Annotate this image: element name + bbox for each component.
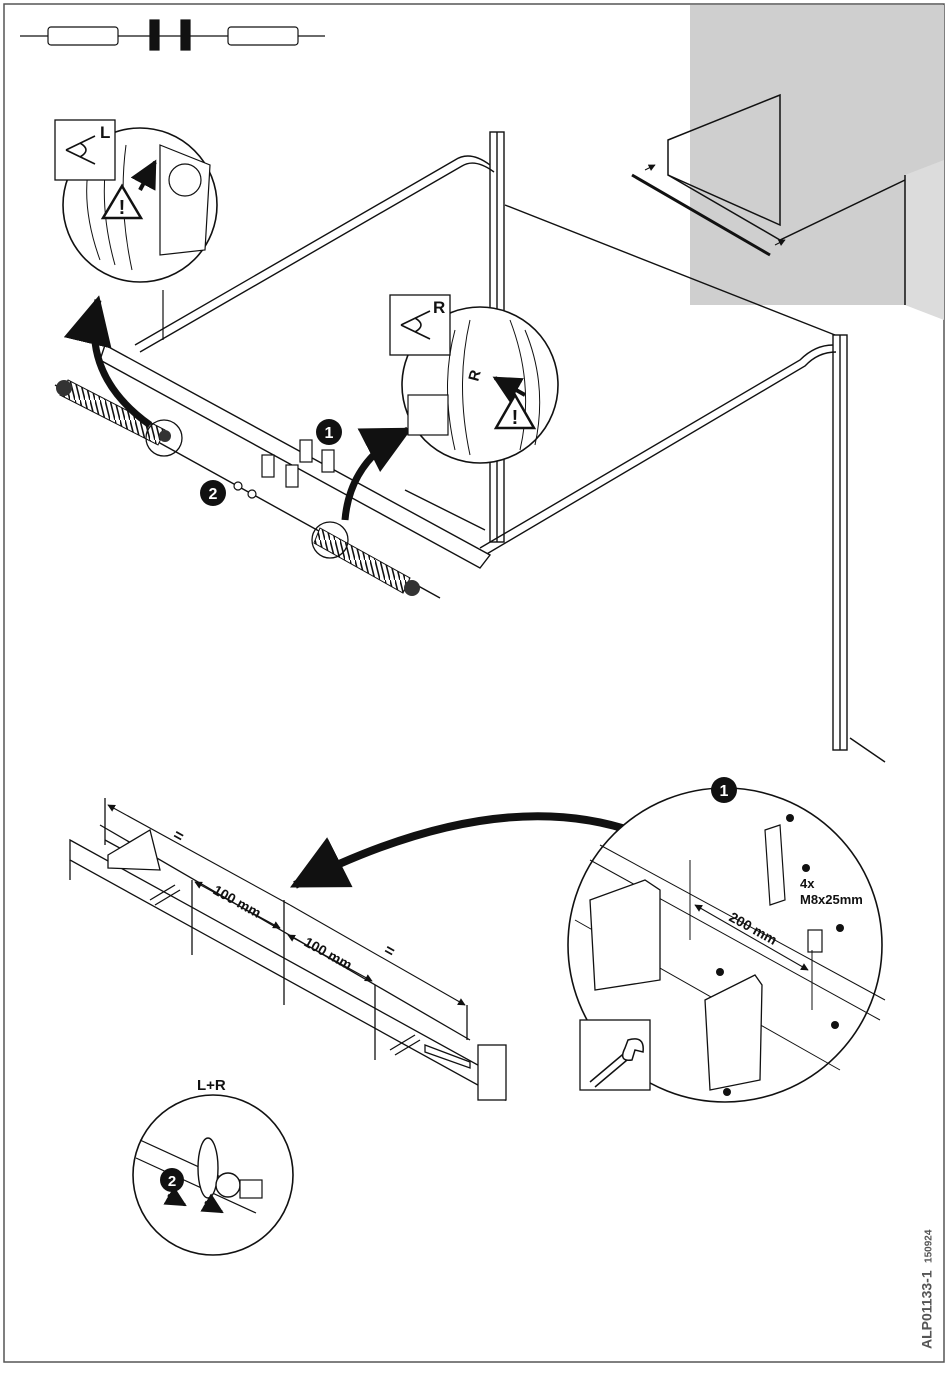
svg-text:!: ! [512, 407, 519, 429]
wrench-box [580, 1020, 650, 1090]
svg-text:!: ! [119, 197, 126, 219]
step-badge-1-label: 1 [325, 425, 334, 442]
shaft-detail-view [133, 1095, 293, 1255]
step-badge-2-label: 2 [209, 486, 218, 503]
step-badge-1: 1 [316, 419, 342, 445]
document-reference: ALP01133-1 150924 [918, 1230, 936, 1349]
view-right-label: R [433, 298, 445, 317]
screw-spec: M8x25mm [800, 892, 863, 907]
step-badge-2-lower-label: 2 [168, 1173, 176, 1190]
step-badge-1-lower-label: 1 [720, 783, 729, 800]
step-badge-1: 1 [711, 777, 737, 803]
view-left-label: L [100, 123, 110, 142]
reference-date: 150924 [923, 1230, 934, 1263]
reference-code: ALP01133-1 [918, 1270, 934, 1349]
dim-100-a: 100 mm [211, 882, 264, 921]
both-sides-label: L+R [197, 1077, 226, 1094]
dim-equal-top: = [170, 827, 186, 846]
lower-beam [70, 798, 506, 1100]
screw-quantity: 4x [800, 876, 815, 891]
step-badge-2: 2 [160, 1168, 184, 1192]
step-badge-2: 2 [200, 480, 226, 506]
right-spring [314, 528, 420, 596]
cable-symbol [20, 20, 325, 50]
dim-100-b: 100 mm [302, 934, 355, 973]
